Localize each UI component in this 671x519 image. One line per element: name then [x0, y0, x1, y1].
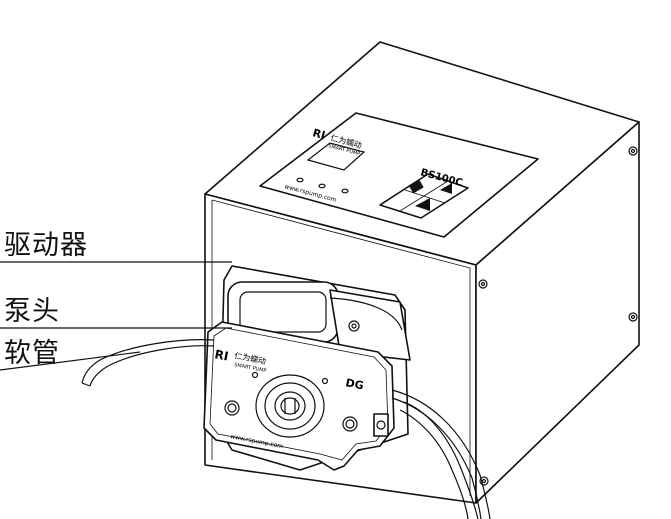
- rotor: [255, 374, 325, 438]
- panel-brand-mark: RI: [311, 126, 327, 142]
- head-brand-mark: RI: [213, 347, 229, 363]
- display-screen: [306, 142, 366, 171]
- screw-icon: [478, 146, 638, 486]
- cover-screw-icon: [224, 371, 358, 432]
- leader-lines: [0, 261, 232, 371]
- label-pump-head: 泵头: [4, 296, 60, 327]
- drive-right-face: [475, 121, 640, 504]
- pump-head-cover: [203, 321, 395, 471]
- tube-clamp: [373, 413, 389, 437]
- label-tubing: 软管: [4, 338, 60, 369]
- keypad: [379, 173, 469, 219]
- head-model-label: DG: [344, 376, 364, 392]
- status-leds: [296, 177, 349, 194]
- tubing: [81, 339, 491, 519]
- label-drive: 驱动器: [4, 230, 88, 261]
